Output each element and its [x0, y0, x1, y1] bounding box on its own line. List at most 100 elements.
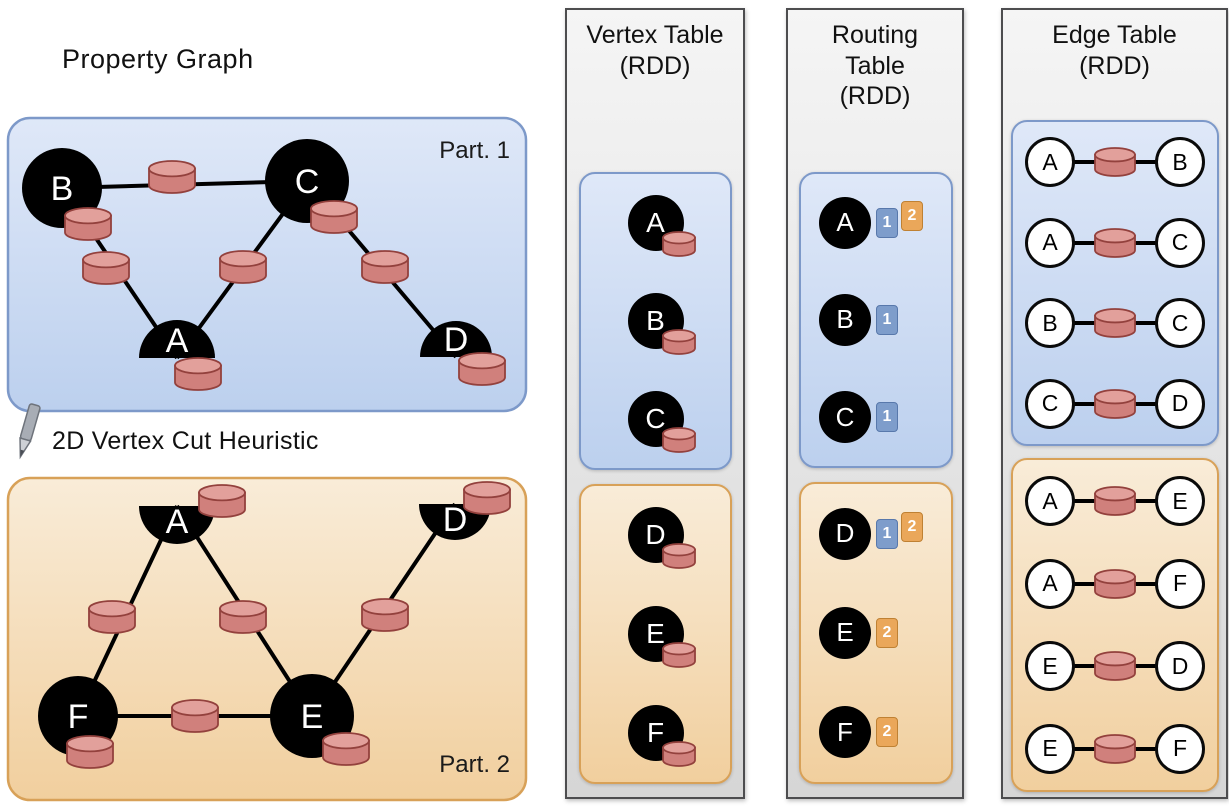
- partition-badge-group: 1: [873, 304, 898, 335]
- edge-property-cylinder-icon: [361, 250, 409, 284]
- edge-property-cylinder-icon: [219, 600, 267, 634]
- vertex-property-cylinder-icon: [64, 207, 112, 241]
- edge-endpoint-B: B: [1155, 137, 1205, 188]
- vertex-cut-heuristic-label: 2D Vertex Cut Heuristic: [52, 427, 319, 455]
- edge-property-cylinder-icon: [1094, 227, 1136, 258]
- routing-table-title-line1: Routing: [831, 21, 919, 49]
- property-graph-title: Property Graph: [62, 44, 254, 74]
- edge-property-cylinder-icon: [1094, 308, 1136, 339]
- vertex-property-cylinder-icon: [463, 481, 511, 515]
- vertex-table-entry-F: F: [627, 704, 696, 767]
- edge-property-cylinder-icon: [1094, 486, 1136, 517]
- edge-table-title-line1: Edge Table: [1052, 21, 1177, 49]
- routing-table-title-line3: (RDD): [839, 82, 911, 110]
- vertex-node-E: E: [627, 605, 684, 662]
- edge-property-cylinder-icon: [88, 600, 136, 634]
- pencil-arrow-icon: [19, 403, 41, 460]
- vertex-label-F: F: [68, 698, 89, 736]
- edge-property-cylinder-icon: [1094, 568, 1136, 599]
- vertex-property-cylinder-icon: [174, 357, 222, 391]
- edge-property-cylinder-icon: [1094, 388, 1136, 419]
- edge-endpoint-C: C: [1155, 298, 1205, 349]
- vertex-property-cylinder-icon: [198, 484, 246, 518]
- vertex-property-cylinder-icon: [661, 740, 696, 767]
- vertex-table-entry-A: A: [627, 195, 696, 257]
- edge-endpoint-F: F: [1155, 558, 1205, 609]
- vertex-property-cylinder-icon: [661, 231, 696, 257]
- vertex-node-D: D: [819, 507, 871, 560]
- vertex-node-C: C: [819, 391, 871, 444]
- partition-badge-blue: 1: [876, 207, 898, 238]
- vertex-node-A: A: [819, 196, 871, 249]
- vertex-property-cylinder-icon: [661, 329, 696, 355]
- edge-property-cylinder-icon: [1094, 147, 1136, 178]
- edge-property-cylinder-icon: [1094, 388, 1136, 419]
- vertex-property-cylinder-icon: [661, 427, 696, 453]
- vertex-label-B: B: [51, 170, 74, 208]
- partition-label-1: Part. 1: [439, 137, 510, 164]
- vertex-label-D: D: [444, 321, 469, 359]
- edge-property-cylinder-icon: [1094, 733, 1136, 764]
- vertex-node-A: [139, 320, 215, 358]
- vertex-table-entry-E: E: [627, 605, 696, 668]
- partition-box-1: [6, 116, 528, 413]
- vertex-label-A: A: [166, 322, 189, 360]
- edge-endpoint-E: E: [1025, 641, 1075, 692]
- partition-badge-orange: 2: [876, 717, 898, 748]
- vertex-property-cylinder-icon: [322, 732, 370, 766]
- vertex-property-cylinder-icon: [661, 427, 696, 453]
- partition-badge-group: 1: [873, 402, 898, 433]
- edge-endpoint-A: A: [1025, 217, 1075, 268]
- edge-endpoint-F: F: [1155, 723, 1205, 774]
- edge-property-cylinder-icon: [1094, 227, 1136, 258]
- partition-box-2: [6, 476, 528, 802]
- vertex-table-title: Vertex Table (RDD): [567, 20, 743, 81]
- vertex-node-D: [420, 321, 492, 357]
- edge-endpoint-C: C: [1025, 378, 1075, 429]
- routing-table-title: Routing Table (RDD): [788, 20, 962, 112]
- edge-property-cylinder-icon: [1094, 651, 1136, 682]
- edge-property-cylinder-icon: [1094, 733, 1136, 764]
- edge-property-cylinder-icon: [1094, 147, 1136, 178]
- partition-label-2: Part. 2: [439, 751, 510, 778]
- vertex-label-C: C: [295, 163, 320, 201]
- edge-property-cylinder-icon: [148, 160, 196, 194]
- vertex-property-cylinder-icon: [661, 543, 696, 570]
- edge-endpoint-E: E: [1155, 476, 1205, 527]
- vertex-property-cylinder-icon: [661, 543, 696, 570]
- partition-badge-blue: 1: [876, 402, 898, 433]
- edge-endpoint-B: B: [1025, 298, 1075, 349]
- vertex-label-E: E: [301, 698, 324, 736]
- edge-endpoint-D: D: [1155, 641, 1205, 692]
- vertex-table-title-line1: Vertex Table: [586, 21, 724, 49]
- vertex-property-cylinder-icon: [310, 200, 358, 234]
- edge-property-cylinder-icon: [1094, 651, 1136, 682]
- vertex-property-cylinder-icon: [66, 735, 114, 769]
- vertex-property-cylinder-icon: [661, 740, 696, 767]
- vertex-table-entry-B: B: [627, 293, 696, 355]
- vertex-property-cylinder-icon: [661, 231, 696, 257]
- vertex-property-cylinder-icon: [661, 642, 696, 668]
- vertex-node-B: B: [819, 293, 871, 346]
- edge-property-cylinder-icon: [82, 251, 130, 285]
- vertex-label-A: A: [166, 503, 189, 541]
- edge-property-cylinder-icon: [171, 699, 219, 733]
- partition-badge-group: 2: [873, 717, 898, 748]
- vertex-table-entry-C: C: [627, 391, 696, 453]
